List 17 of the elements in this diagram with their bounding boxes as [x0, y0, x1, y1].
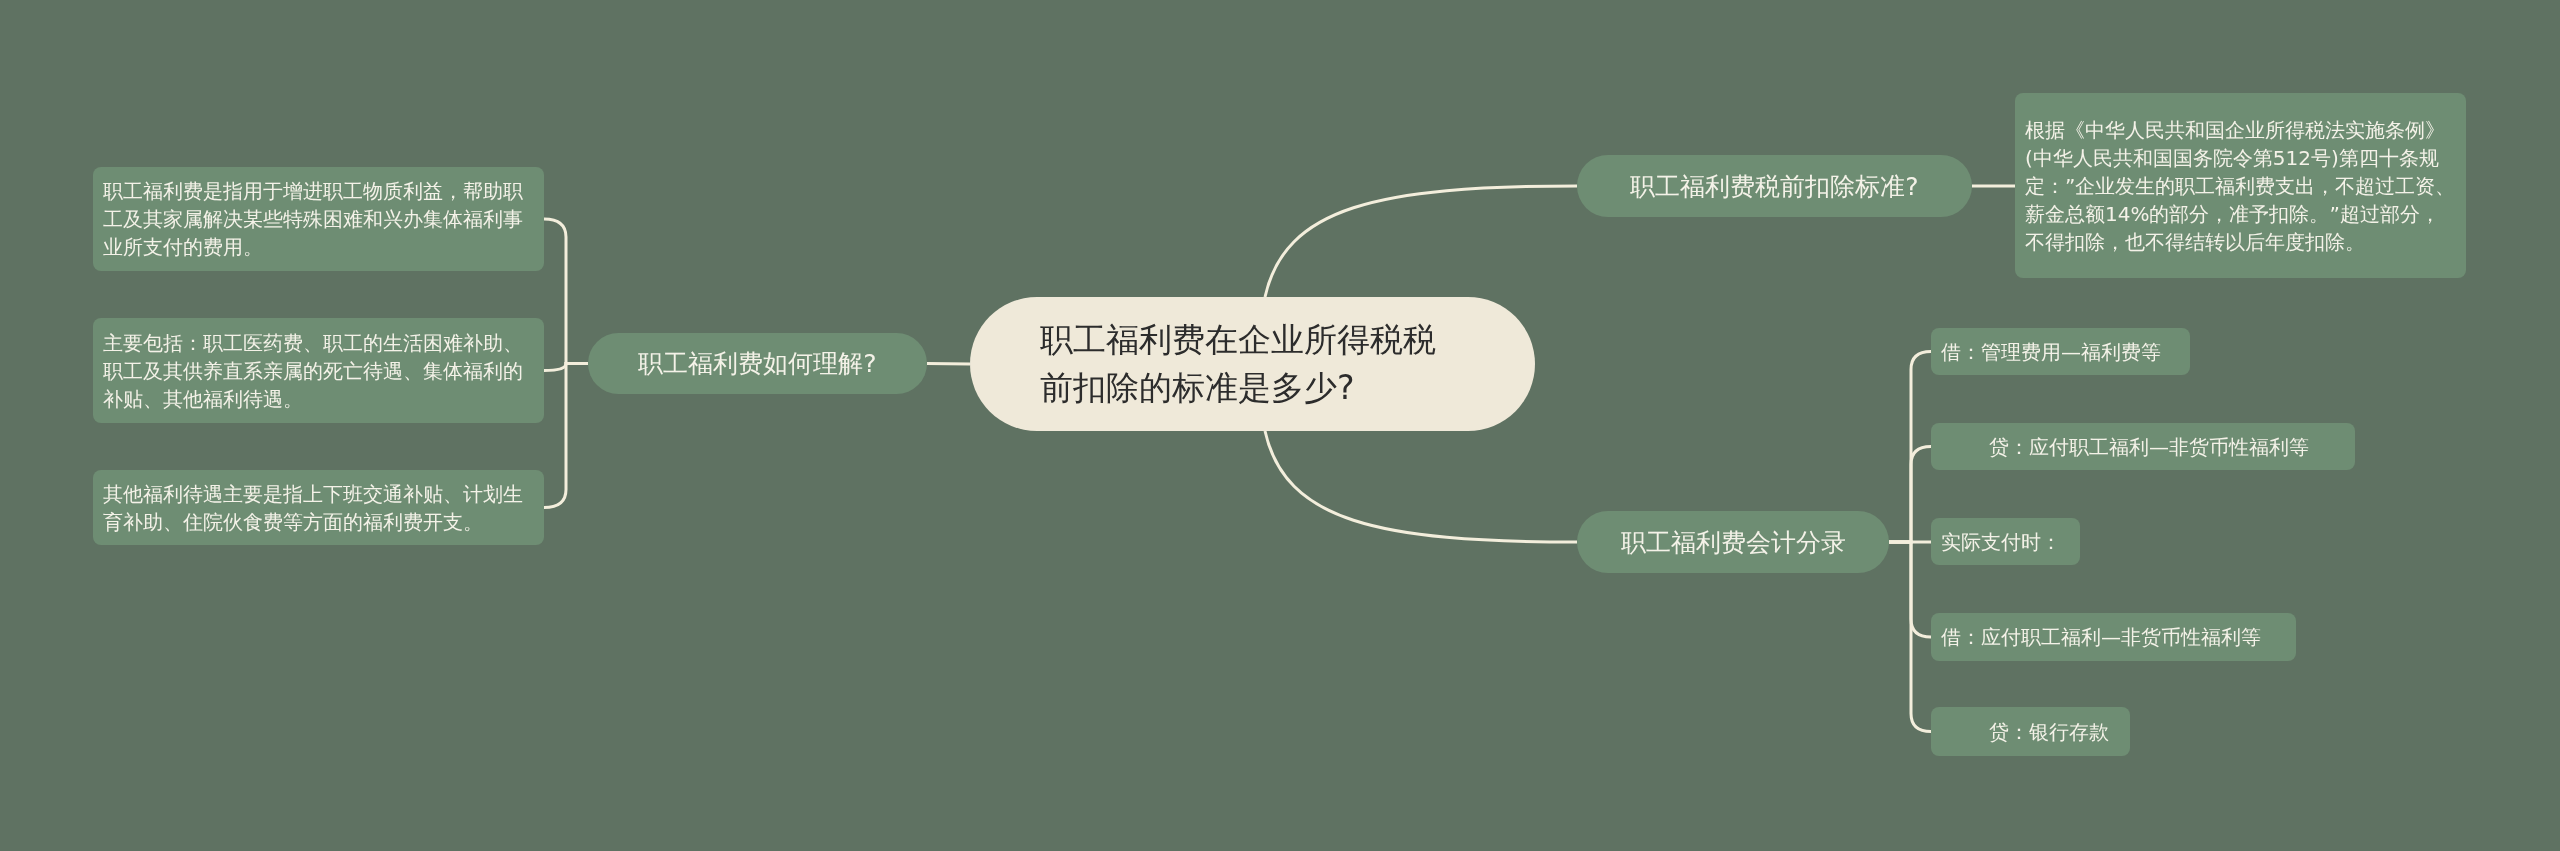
note-box: 借：应付职工福利—非货币性福利等: [1931, 613, 2296, 661]
note-box: 借：管理费用—福利费等: [1931, 328, 2190, 375]
note-box: 主要包括：职工医药费、职工的生活困难补助、职工及其供养直系亲属的死亡待遇、集体福利的补贴、其他福利待遇。: [93, 318, 544, 423]
note-box: 实际支付时：: [1931, 518, 2080, 565]
connector-line: [1263, 430, 1577, 544]
note-box: 贷：银行存款: [1931, 707, 2130, 756]
note-box: 贷：应付职工福利—非货币性福利等: [1931, 423, 2355, 470]
note-box: 职工福利费是指用于增进职工物质利益，帮助职工及其家属解决某些特殊困难和兴办集体福利事业所支付的费用。: [93, 167, 544, 271]
note-box: 其他福利待遇主要是指上下班交通补贴、计划生育补助、住院伙食费等方面的福利费开支。: [93, 470, 544, 545]
connector-line: [927, 362, 970, 366]
topic-box: 职工福利费会计分录: [1577, 511, 1889, 573]
topic-box: 职工福利费税前扣除标准?: [1577, 155, 1972, 217]
note-box: 根据《中华人民共和国企业所得税法实施条例》(中华人民共和国国务院令第512号)第四十条规定：”企业发生的职工福利费支出，不超过工资、薪金总额14%的部分，准予扣除。”超过部分，不得扣除，也不得结转以后年度扣除。: [2015, 93, 2466, 278]
topic-box: 职工福利费如何理解?: [588, 333, 927, 394]
connector-line: [1972, 184, 2015, 188]
connector-line: [1263, 184, 1577, 298]
central-topic-box: 职工福利费在企业所得税税前扣除的标准是多少?: [970, 297, 1535, 431]
